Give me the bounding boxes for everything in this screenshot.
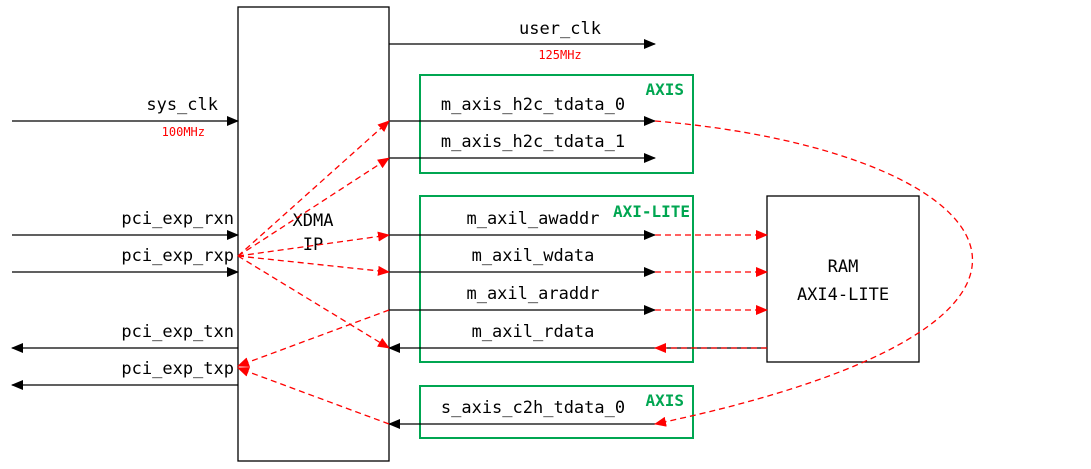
flow-h2c-loopback-to-c2h bbox=[654, 120, 974, 427]
flow-rx-to-h2c-0 bbox=[237, 120, 390, 257]
flow-rx-to-h2c-1 bbox=[237, 157, 390, 257]
xdma-label: XDMA bbox=[293, 211, 334, 231]
m-axil-awaddr-label: m_axil_awaddr bbox=[466, 209, 599, 229]
flow-rx-to-rdata bbox=[237, 255, 390, 349]
axis-c2h-group bbox=[419, 385, 694, 439]
sys-clk-freq: 100MHz bbox=[162, 125, 205, 139]
ram-label: RAM bbox=[828, 257, 859, 277]
m-axis-h2c-tdata-0-label: m_axis_h2c_tdata_0 bbox=[441, 95, 625, 115]
sys-clk-label: sys_clk bbox=[146, 95, 218, 115]
ram-axi4-lite-label: AXI4-LITE bbox=[797, 285, 889, 305]
m-axis-h2c-tdata-1-label: m_axis_h2c_tdata_1 bbox=[441, 132, 625, 152]
pci-exp-rxn-label: pci_exp_rxn bbox=[121, 209, 234, 229]
axil-group bbox=[419, 195, 694, 363]
axis-h2c-group bbox=[419, 74, 694, 174]
user-clk-label: user_clk bbox=[519, 19, 601, 39]
pci-exp-rxp-label: pci_exp_rxp bbox=[121, 246, 234, 266]
m-axil-wdata-label: m_axil_wdata bbox=[472, 246, 595, 266]
pci-exp-txp-label: pci_exp_txp bbox=[121, 359, 234, 379]
xdma-ip-block bbox=[237, 6, 390, 462]
flow-rx-to-awaddr bbox=[237, 231, 390, 257]
flow-araddr-to-tx bbox=[237, 309, 390, 367]
axil-tag: AXI-LITE bbox=[613, 202, 690, 221]
axis-h2c-tag: AXIS bbox=[645, 80, 684, 99]
m-axil-rdata-label: m_axil_rdata bbox=[472, 322, 595, 342]
s-axis-c2h-tdata-0-label: s_axis_c2h_tdata_0 bbox=[441, 398, 625, 418]
flow-c2h-to-tx bbox=[237, 367, 390, 425]
ram-block bbox=[766, 195, 920, 363]
pci-exp-txn-label: pci_exp_txn bbox=[121, 322, 234, 342]
m-axil-araddr-label: m_axil_araddr bbox=[466, 284, 599, 304]
flow-rx-to-wdata bbox=[237, 255, 390, 276]
axis-c2h-tag: AXIS bbox=[645, 391, 684, 410]
user-clk-freq: 125MHz bbox=[538, 48, 581, 62]
